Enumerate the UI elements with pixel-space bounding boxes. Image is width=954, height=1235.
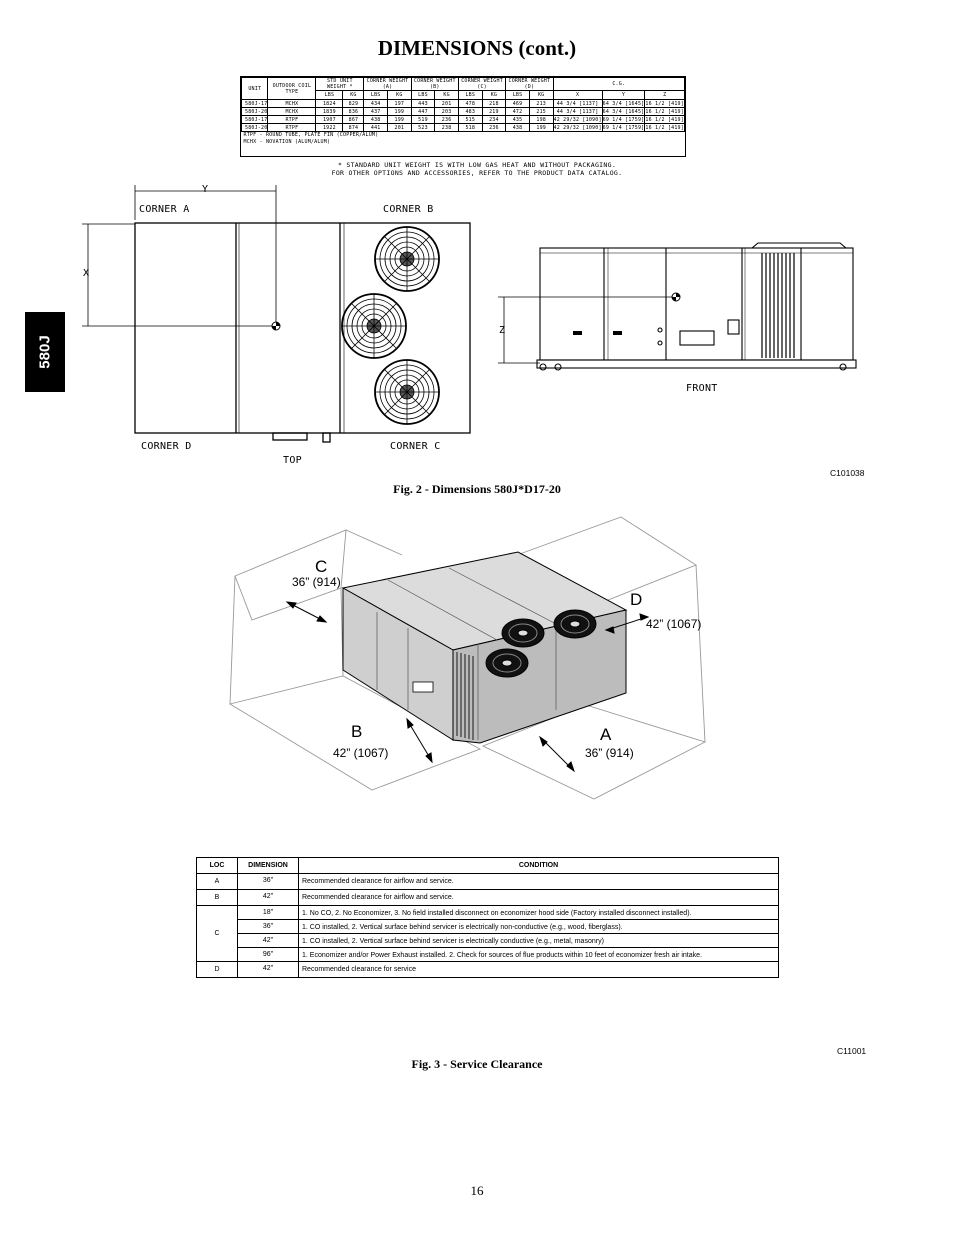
cond-value: 1. CO installed, 2. Vertical surface beh… — [299, 920, 778, 934]
table-row: D 42" Recommended clearance for service — [196, 961, 779, 978]
page-number: 16 — [470, 1183, 484, 1198]
weight-table: UNIT OUTDOOR COIL TYPE STD UNIT WEIGHT *… — [240, 76, 686, 157]
cell: 201 — [387, 123, 412, 132]
corner-d-label: CORNER D — [141, 441, 192, 452]
zone-d-dimension: 42” (1067) — [646, 617, 702, 631]
header-corner-b: CORNER WEIGHT (B) — [410, 77, 459, 91]
page-title: DIMENSIONS (cont.) — [377, 36, 577, 60]
dim-value: 18" — [238, 906, 298, 920]
dim-value: 36" — [238, 920, 298, 934]
cell: 1922 — [315, 123, 344, 132]
header-dimension: DIMENSION — [237, 857, 299, 874]
cell: 874 — [342, 123, 365, 132]
weight-note-line-1: * STANDARD UNIT WEIGHT IS WITH LOW GAS H… — [337, 161, 617, 169]
header-corner-d: CORNER WEIGHT (D) — [505, 77, 554, 91]
corner-c-label: CORNER C — [390, 441, 441, 452]
table-row: A 36" Recommended clearance for airflow … — [196, 873, 779, 890]
front-view-label: FRONT — [686, 383, 718, 394]
zone-c-dimension: 36” (914) — [292, 575, 341, 589]
legend-rtpf: RTPF - ROUND TUBE, PLATE FIN (COPPER/ALU… — [243, 132, 379, 138]
fig3-drawing — [228, 516, 707, 800]
header-condition: CONDITION — [298, 857, 779, 874]
table-legend: RTPF - ROUND TUBE, PLATE FIN (COPPER/ALU… — [241, 131, 685, 151]
y-dimension-label: Y — [202, 184, 209, 195]
cell: 238 — [434, 123, 459, 132]
clearance-table: LOC DIMENSION CONDITION A 36" Recommende… — [196, 857, 779, 978]
loc-b: B — [196, 889, 238, 906]
fig2-code: C101038 — [830, 468, 865, 478]
cond-c: 1. No CO, 2. No Economizer, 3. No field … — [298, 905, 779, 962]
dim-value: 42" — [262, 965, 274, 972]
table-row: C 18" 36" 42" 96" 1. No CO, 2. No Econom… — [196, 905, 779, 962]
zone-a-dimension: 36” (914) — [585, 746, 634, 760]
weight-note-line-2: FOR OTHER OPTIONS AND ACCESSORIES, REFER… — [331, 169, 623, 177]
cond-d: Recommended clearance for service — [298, 961, 779, 978]
cell: 42 29/32 [1090] — [552, 123, 603, 132]
cell: 523 — [410, 123, 436, 132]
fig3-code: C11001 — [837, 1046, 867, 1056]
table-row: B 42" Recommended clearance for airflow … — [196, 889, 779, 906]
corner-a-label: CORNER A — [139, 204, 190, 215]
dim-value: 42" — [238, 934, 298, 948]
cell: 69 1/4 [1759] — [601, 123, 646, 132]
dim-value: 96" — [262, 951, 274, 958]
cond-b: Recommended clearance for airflow and se… — [298, 889, 779, 906]
x-dimension-label: X — [83, 268, 90, 279]
loc-a: A — [196, 873, 238, 890]
cell: 236 — [481, 123, 507, 132]
legend-mchx: MCHX - NOVATION (ALUM/ALUM) — [243, 139, 331, 145]
cond-value: 1. CO installed, 2. Vertical surface beh… — [299, 934, 778, 948]
dim-a: 36" — [237, 873, 299, 890]
cond-a: Recommended clearance for airflow and se… — [298, 873, 779, 890]
cell: 518 — [457, 123, 483, 132]
dim-b: 42" — [237, 889, 299, 906]
loc-d: D — [196, 961, 238, 978]
top-view-label: TOP — [283, 455, 302, 466]
fig3-caption: Fig. 3 - Service Clearance — [411, 1057, 543, 1071]
dim-c: 18" 36" 42" 96" — [237, 905, 299, 962]
fig2-caption: Fig. 2 - Dimensions 580J*D17-20 — [393, 482, 561, 496]
weight-note: * STANDARD UNIT WEIGHT IS WITH LOW GAS H… — [0, 161, 954, 177]
cond-value: 1. Economizer and/or Power Exhaust insta… — [302, 952, 702, 959]
cond-value: 1. No CO, 2. No Economizer, 3. No field … — [299, 906, 778, 920]
dim-value: 36" — [262, 877, 274, 884]
dim-d: 42" — [237, 961, 299, 978]
cell: 16 1/2 [419] — [644, 123, 685, 132]
header-loc: LOC — [196, 857, 238, 874]
side-tab: 580J — [25, 312, 65, 392]
fig2-drawing — [82, 185, 857, 443]
cell: 441 — [363, 123, 389, 132]
z-dimension-label: Z — [499, 325, 506, 336]
zone-b-label: B — [351, 722, 363, 741]
zone-b-dimension: 42” (1067) — [333, 746, 389, 760]
zone-a-label: A — [600, 725, 612, 744]
zone-c-label: C — [315, 557, 328, 576]
corner-b-label: CORNER B — [383, 204, 434, 215]
dim-value: 42" — [262, 893, 274, 900]
zone-d-label: D — [630, 590, 643, 609]
loc-c: C — [196, 905, 238, 962]
cell: 580J-20 — [240, 123, 269, 132]
